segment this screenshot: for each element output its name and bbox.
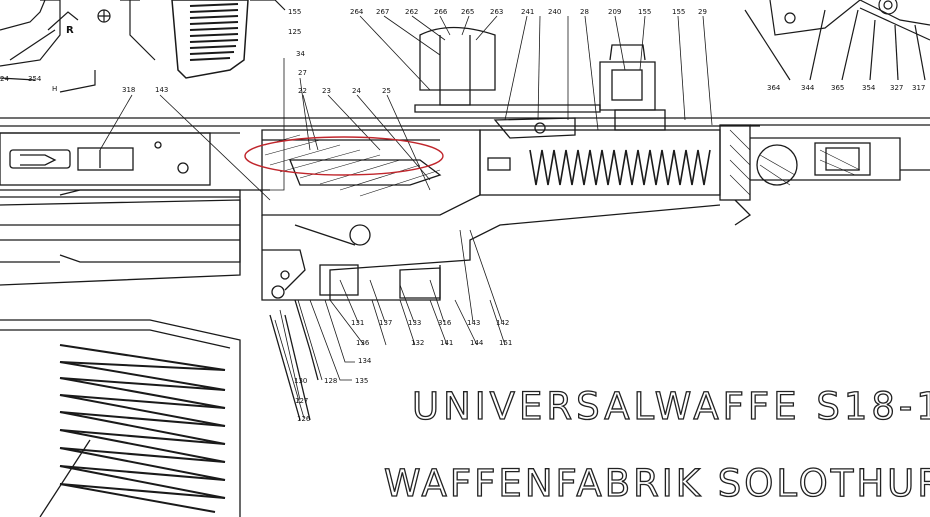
label-top-5: 266 <box>434 8 448 16</box>
label-bottom-3: 316 <box>438 319 452 327</box>
label-top-1: 125 <box>288 28 301 36</box>
label-bottom-12: 135 <box>355 377 368 385</box>
label-top-4: 262 <box>405 8 418 16</box>
arrow-h-label: H <box>52 85 57 93</box>
label-top-left-4: 24 <box>352 87 361 95</box>
label-bottom-15: 127 <box>295 397 308 405</box>
label-left-top-1: 24 <box>0 75 9 83</box>
label-left-1: 143 <box>155 86 168 94</box>
label-top-7: 263 <box>490 8 503 16</box>
magazine-spring <box>59 344 226 513</box>
label-right-top-3: 365 <box>831 84 844 92</box>
label-top-11: 209 <box>608 8 621 16</box>
drawing-title: UNIVERSALWAFFE S18-1100 <box>412 385 930 428</box>
label-right-top-4: 354 <box>862 84 876 92</box>
label-top-left-5: 25 <box>382 87 391 95</box>
label-bottom-0: 131 <box>351 319 364 327</box>
upper-left-parts-sketch <box>0 0 156 93</box>
label-top-0: 155 <box>288 8 301 16</box>
top-leaders <box>359 15 713 131</box>
label-bottom-16: 126 <box>297 415 311 423</box>
recoil-spring <box>529 149 711 186</box>
label-top-13: 155 <box>672 8 685 16</box>
label-bottom-2: 133 <box>408 319 421 327</box>
label-left-0: 318 <box>122 86 135 94</box>
label-top-3: 267 <box>376 8 389 16</box>
top-left-leaders <box>99 58 431 201</box>
label-top-6: 265 <box>461 8 474 16</box>
label-top-8: 241 <box>521 8 534 16</box>
manufacturer-title: WAFFENFABRIK SOLOTHURN A.G <box>384 462 930 505</box>
label-right-top-5: 327 <box>890 84 903 92</box>
label-right-top-6: 317 <box>912 84 925 92</box>
bottom-leaders <box>274 229 506 419</box>
receiver-assembly <box>0 26 930 517</box>
label-top-10: 28 <box>580 8 589 16</box>
label-top-14: 29 <box>698 8 707 16</box>
label-bottom-7: 134 <box>358 357 372 365</box>
label-bottom-11: 151 <box>499 339 512 347</box>
upper-right-parts-sketch <box>744 0 930 81</box>
label-bottom-13: 130 <box>294 377 307 385</box>
label-bottom-14: 128 <box>324 377 337 385</box>
label-right-top-2: 344 <box>801 84 815 92</box>
label-top-left-2: 22 <box>298 87 307 95</box>
grip-sketch <box>171 0 286 79</box>
label-right-top-1: 364 <box>767 84 781 92</box>
label-bottom-4: 143 <box>467 319 480 327</box>
label-top-9: 240 <box>548 8 561 16</box>
label-left-top-2: 354 <box>28 75 42 83</box>
highlight-ellipse <box>244 136 444 176</box>
label-top-left-0: 34 <box>296 50 305 58</box>
label-top-2: 264 <box>350 8 364 16</box>
label-top-12: 155 <box>638 8 651 16</box>
label-bottom-8: 132 <box>411 339 424 347</box>
label-top-left-3: 23 <box>322 87 331 95</box>
label-bottom-9: 141 <box>440 339 453 347</box>
label-bottom-10: 144 <box>470 339 484 347</box>
label-bottom-6: 136 <box>356 339 370 347</box>
hand-letter: R <box>66 25 74 36</box>
label-bottom-5: 142 <box>496 319 509 327</box>
label-bottom-1: 137 <box>379 319 392 327</box>
label-top-left-1: 27 <box>298 69 307 77</box>
